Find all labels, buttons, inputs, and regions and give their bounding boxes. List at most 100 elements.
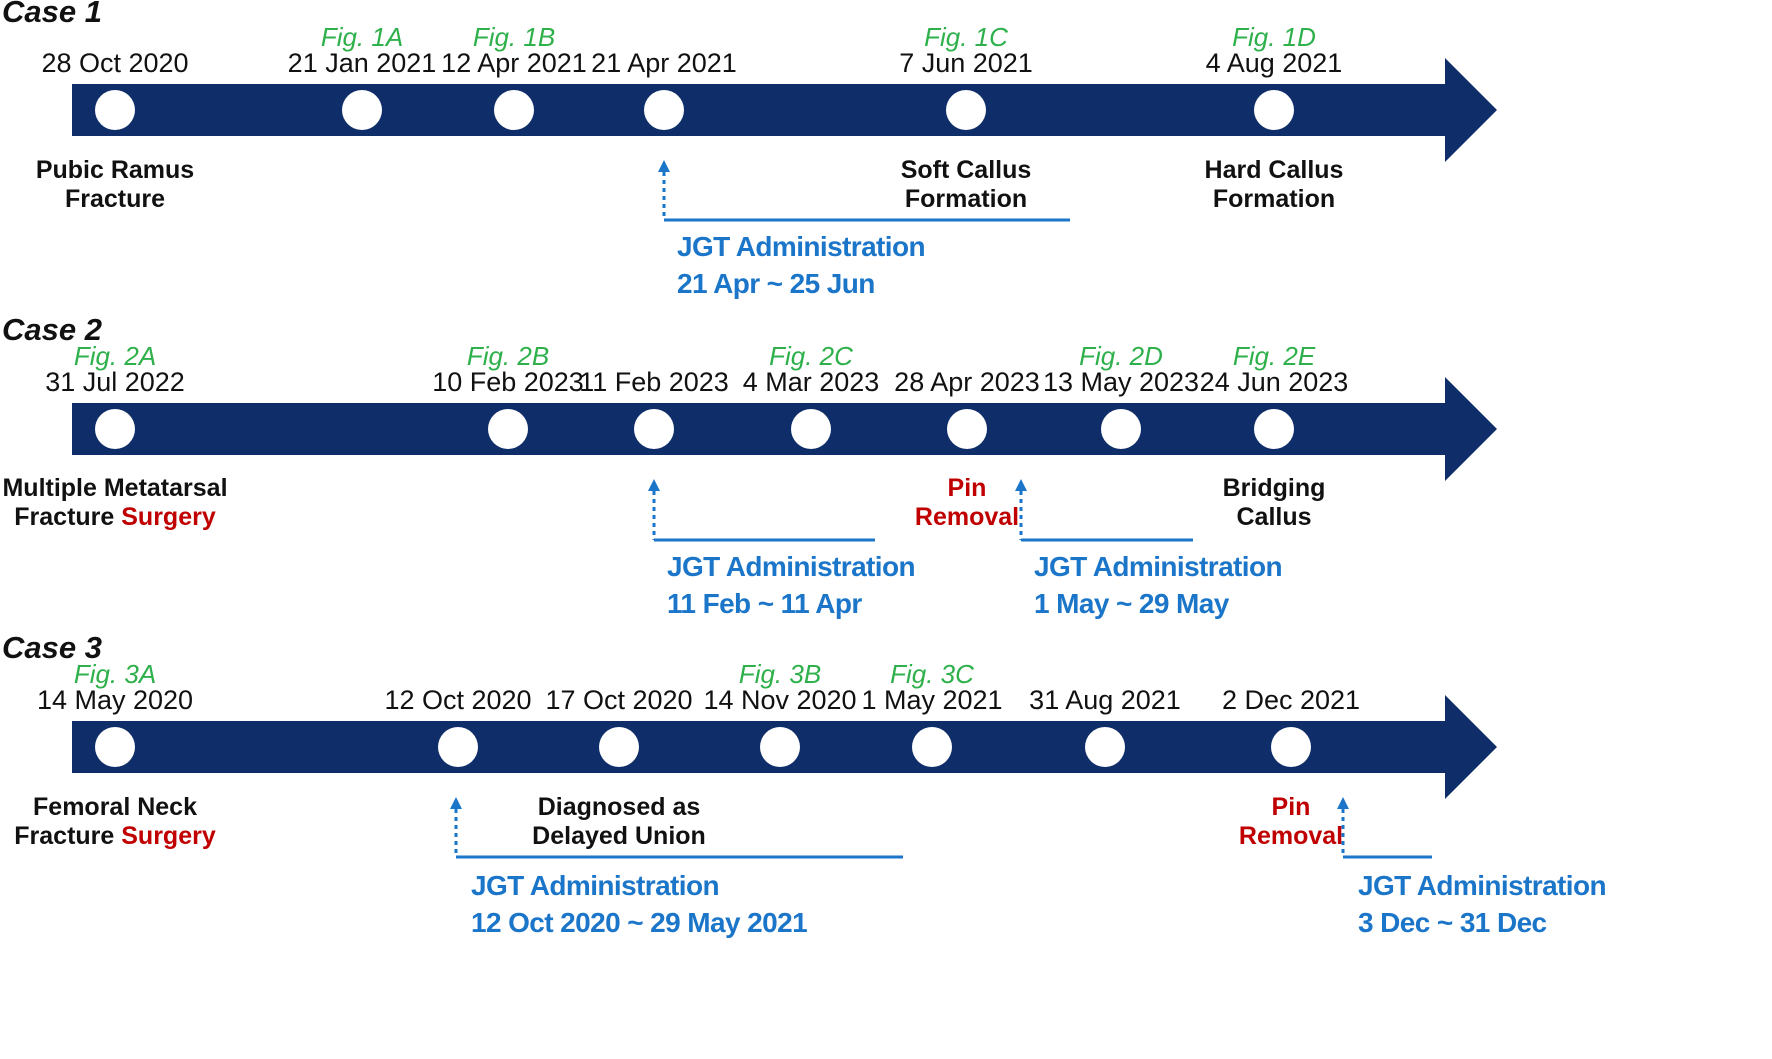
milestone-dot xyxy=(1254,409,1294,449)
up-arrow-icon xyxy=(658,160,670,172)
case-title: Case 1 xyxy=(2,0,102,29)
milestone-dot xyxy=(95,90,135,130)
milestone-date: 31 Jul 2022 xyxy=(45,367,185,397)
event-label-text: Hard Callus xyxy=(1205,156,1344,184)
event-label-text: Femoral Neck xyxy=(33,793,197,821)
milestone-date: 4 Mar 2023 xyxy=(743,367,880,397)
milestone: 21 Apr 2021 xyxy=(591,48,737,130)
event-label-text: Surgery xyxy=(121,822,216,850)
milestone-dot xyxy=(1271,727,1311,767)
milestone-dot xyxy=(760,727,800,767)
milestone-dot xyxy=(1254,90,1294,130)
event-label-text: Formation xyxy=(905,185,1027,213)
event-label-text: Diagnosed as xyxy=(538,793,701,821)
administration-period: 1 May ~ 29 May xyxy=(1034,588,1230,619)
milestone-date: 12 Apr 2021 xyxy=(441,48,587,78)
administration-label: JGT Administration xyxy=(1034,551,1282,582)
milestone-date: 31 Aug 2021 xyxy=(1029,685,1181,715)
event-label-text: Pin xyxy=(1272,793,1311,821)
figure-ref-label: Fig. 1A xyxy=(321,22,403,52)
event-label-text: Formation xyxy=(1213,185,1335,213)
milestone: 11 Feb 2023 xyxy=(579,367,729,449)
event-label-text: Delayed Union xyxy=(532,822,706,850)
figure-ref-label: Fig. 1C xyxy=(924,22,1008,52)
jgt-administration-period: JGT Administration 21 Apr ~ 25 Jun xyxy=(658,160,1070,299)
event-label-text: Removal xyxy=(915,503,1019,531)
milestone: 28 Apr 2023 xyxy=(894,367,1040,449)
case-title: Case 3 xyxy=(2,630,102,665)
milestone-date: 4 Aug 2021 xyxy=(1206,48,1343,78)
figure-ref-label: Fig. 1B xyxy=(473,22,555,52)
milestone-date: 13 May 2023 xyxy=(1043,367,1199,397)
milestone-dot xyxy=(95,727,135,767)
milestone-date: 21 Apr 2021 xyxy=(591,48,737,78)
milestone-date: 14 May 2020 xyxy=(37,685,193,715)
figure-ref-label: Fig. 3A xyxy=(74,659,156,689)
milestone-date: 11 Feb 2023 xyxy=(579,367,729,397)
milestone-dot xyxy=(947,409,987,449)
jgt-administration-period: JGT Administration 1 May ~ 29 May xyxy=(1015,479,1283,619)
milestone-dot xyxy=(95,409,135,449)
milestone-date: 21 Jan 2021 xyxy=(288,48,437,78)
administration-label: JGT Administration xyxy=(677,231,925,262)
milestone-date: 14 Nov 2020 xyxy=(703,685,856,715)
administration-label: JGT Administration xyxy=(1358,870,1606,901)
milestone-date: 12 Oct 2020 xyxy=(384,685,531,715)
milestone-date: 10 Feb 2023 xyxy=(432,367,584,397)
up-arrow-icon xyxy=(1015,479,1027,491)
milestone-dot xyxy=(644,90,684,130)
administration-period: 21 Apr ~ 25 Jun xyxy=(677,268,875,299)
timeline-arrow xyxy=(72,377,1497,481)
milestone: 17 Oct 2020 xyxy=(545,685,693,767)
milestone-date: 17 Oct 2020 xyxy=(545,685,692,715)
milestone: 31 Aug 2021 xyxy=(1029,685,1181,767)
milestone: 28 Oct 2020 xyxy=(41,48,189,130)
up-arrow-icon xyxy=(648,479,660,491)
event-label-text: Fracture xyxy=(14,503,121,531)
event-label-text: Bridging xyxy=(1223,474,1326,502)
milestone-dot xyxy=(438,727,478,767)
event-label-text: Callus xyxy=(1236,503,1311,531)
figure-ref-label: Fig. 1D xyxy=(1232,22,1316,52)
case-title: Case 2 xyxy=(2,312,102,347)
figure-ref-label: Fig. 3B xyxy=(739,659,821,689)
milestone-dot xyxy=(488,409,528,449)
milestone-dot xyxy=(791,409,831,449)
event-label-text: Pin xyxy=(948,474,987,502)
milestone-dot xyxy=(946,90,986,130)
milestone-date: 28 Apr 2023 xyxy=(894,367,1040,397)
figure-ref-label: Fig. 2A xyxy=(74,341,156,371)
administration-period: 11 Feb ~ 11 Apr xyxy=(667,588,862,619)
milestone-date: 28 Oct 2020 xyxy=(41,48,188,78)
figure-ref-label: Fig. 3C xyxy=(890,659,974,689)
milestone-dot xyxy=(494,90,534,130)
figure-ref-label: Fig. 2C xyxy=(769,341,853,371)
milestone: 2 Dec 2021 xyxy=(1222,685,1360,767)
event-label-text: Soft Callus xyxy=(901,156,1032,184)
event-label-text: Removal xyxy=(1239,822,1343,850)
event-label-text: Fracture xyxy=(65,185,165,213)
event-label-text: Multiple Metatarsal xyxy=(2,474,227,502)
milestone-dot xyxy=(634,409,674,449)
